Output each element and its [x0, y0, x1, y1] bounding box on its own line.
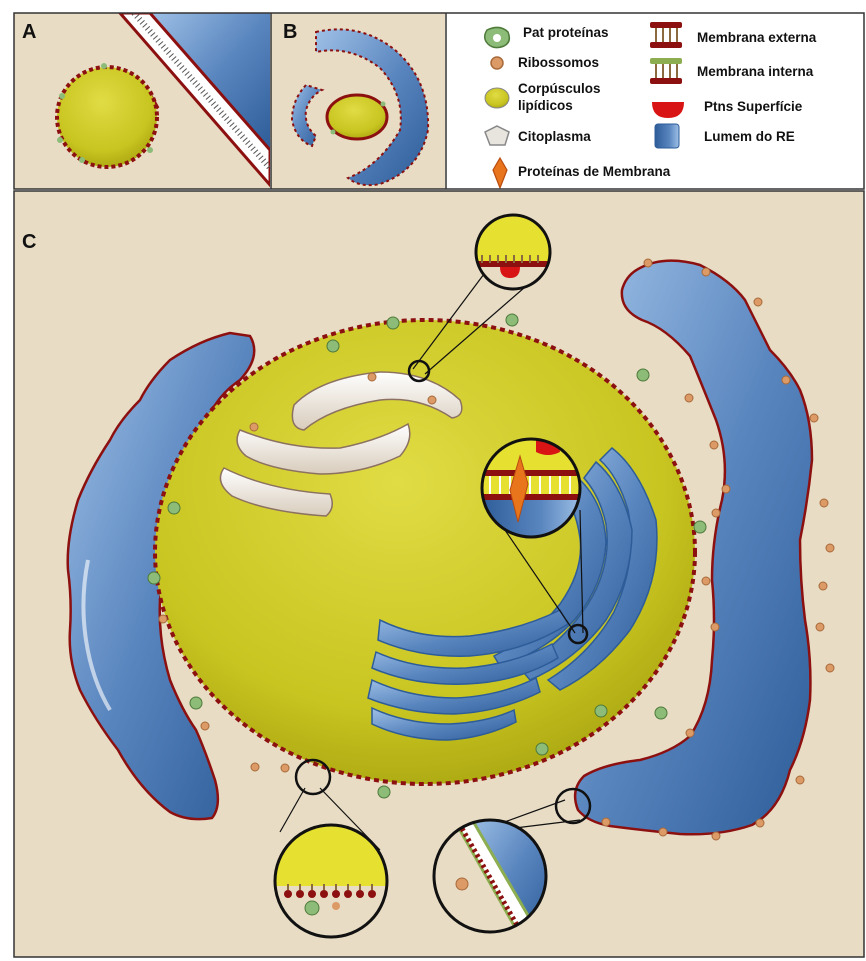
er-lumen-icon [655, 124, 679, 148]
panel-a [14, 13, 270, 189]
panel-c [14, 191, 864, 957]
legend-ribossomos: Ribossomos [518, 55, 599, 70]
legend-membrana-interna: Membrana interna [697, 64, 814, 79]
legend-lumem: Lumem do RE [704, 129, 795, 144]
legend-corpusculos-1: Corpúsculos [518, 81, 601, 96]
panel-b-label: B [283, 21, 297, 43]
legend: Pat proteínas Ribossomos Corpúsculos lip… [446, 13, 864, 189]
lipid-droplet-icon [485, 88, 509, 108]
legend-membrana-externa: Membrana externa [697, 30, 817, 45]
legend-proteinas-membrana: Proteínas de Membrana [518, 164, 671, 179]
pat-protein-icon [485, 27, 510, 47]
ribosome-icon [491, 57, 503, 69]
panel-c-label: C [22, 231, 36, 253]
legend-pat: Pat proteínas [523, 25, 609, 40]
legend-ptns-superficie: Ptns Superfície [704, 99, 803, 114]
legend-corpusculos-2: lipídicos [518, 98, 573, 113]
legend-citoplasma: Citoplasma [518, 129, 591, 144]
panel-a-label: A [22, 21, 36, 43]
